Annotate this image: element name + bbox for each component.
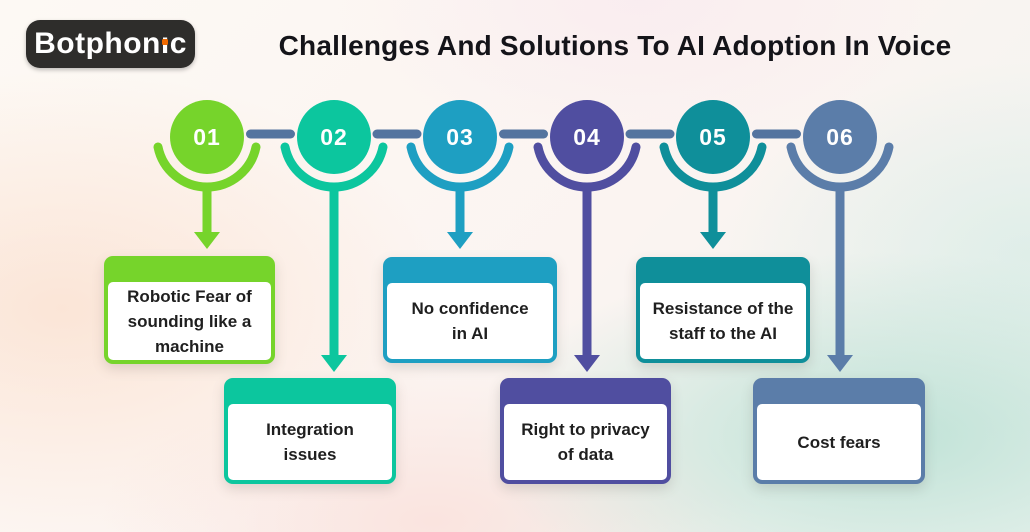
step-circle <box>803 100 877 174</box>
challenge-card-04: Right to privacy of data <box>500 378 671 484</box>
step-number: 03 <box>446 124 474 150</box>
step-node-01: 01 <box>153 100 261 249</box>
step-node-06: 06 <box>786 100 894 372</box>
step-node-05: 05 <box>659 100 767 249</box>
step-number: 06 <box>826 124 854 150</box>
card-body: Robotic Fear of sounding like a machine <box>108 282 271 360</box>
step-node-04: 04 <box>533 100 641 372</box>
card-body: No confidence in AI <box>387 283 553 359</box>
card-text: Right to privacy of data <box>521 420 650 464</box>
arrowhead-icon <box>321 355 347 372</box>
challenge-card-03: No confidence in AI <box>383 257 557 363</box>
card-text: Cost fears <box>797 432 881 452</box>
card-text: Integration issues <box>266 420 354 464</box>
step-circle <box>676 100 750 174</box>
card-frame: Robotic Fear of sounding like a machine <box>104 256 275 364</box>
step-number: 05 <box>699 124 727 150</box>
step-circle <box>170 100 244 174</box>
card-body: Resistance of the staff to the AI <box>640 283 806 359</box>
logo-text-pre: Botphon <box>34 27 161 60</box>
card-frame: Resistance of the staff to the AI <box>636 257 810 363</box>
step-number: 01 <box>193 124 221 150</box>
arrowhead-icon <box>700 232 726 249</box>
card-frame: Right to privacy of data <box>500 378 671 484</box>
challenge-card-01: Robotic Fear of sounding like a machine <box>104 256 275 364</box>
card-body: Cost fears <box>757 404 921 480</box>
step-node-02: 02 <box>280 100 388 372</box>
card-text: No confidence in AI <box>411 299 529 343</box>
step-number: 04 <box>573 124 601 150</box>
step-node-03: 03 <box>406 100 514 249</box>
page-title: Challenges And Solutions To AI Adoption … <box>278 30 952 61</box>
botphonic-logo: Botphonıc <box>26 20 195 68</box>
card-text: Robotic Fear of sounding like a machine <box>127 286 252 356</box>
arrowhead-icon <box>194 232 220 249</box>
arrowhead-icon <box>827 355 853 372</box>
card-frame: Cost fears <box>753 378 925 484</box>
card-text: Resistance of the staff to the AI <box>652 299 794 343</box>
card-body: Right to privacy of data <box>504 404 667 480</box>
card-body: Integration issues <box>228 404 392 480</box>
step-circle <box>550 100 624 174</box>
challenge-card-02: Integration issues <box>224 378 396 484</box>
arrowhead-icon <box>574 355 600 372</box>
challenge-card-05: Resistance of the staff to the AI <box>636 257 810 363</box>
arrowhead-icon <box>447 232 473 249</box>
card-frame: No confidence in AI <box>383 257 557 363</box>
challenge-card-06: Cost fears <box>753 378 925 484</box>
step-circle <box>423 100 497 174</box>
card-frame: Integration issues <box>224 378 396 484</box>
step-number: 02 <box>320 124 348 150</box>
logo-text-post: c <box>169 27 187 60</box>
step-circle <box>297 100 371 174</box>
logo-i-dot <box>162 39 169 45</box>
